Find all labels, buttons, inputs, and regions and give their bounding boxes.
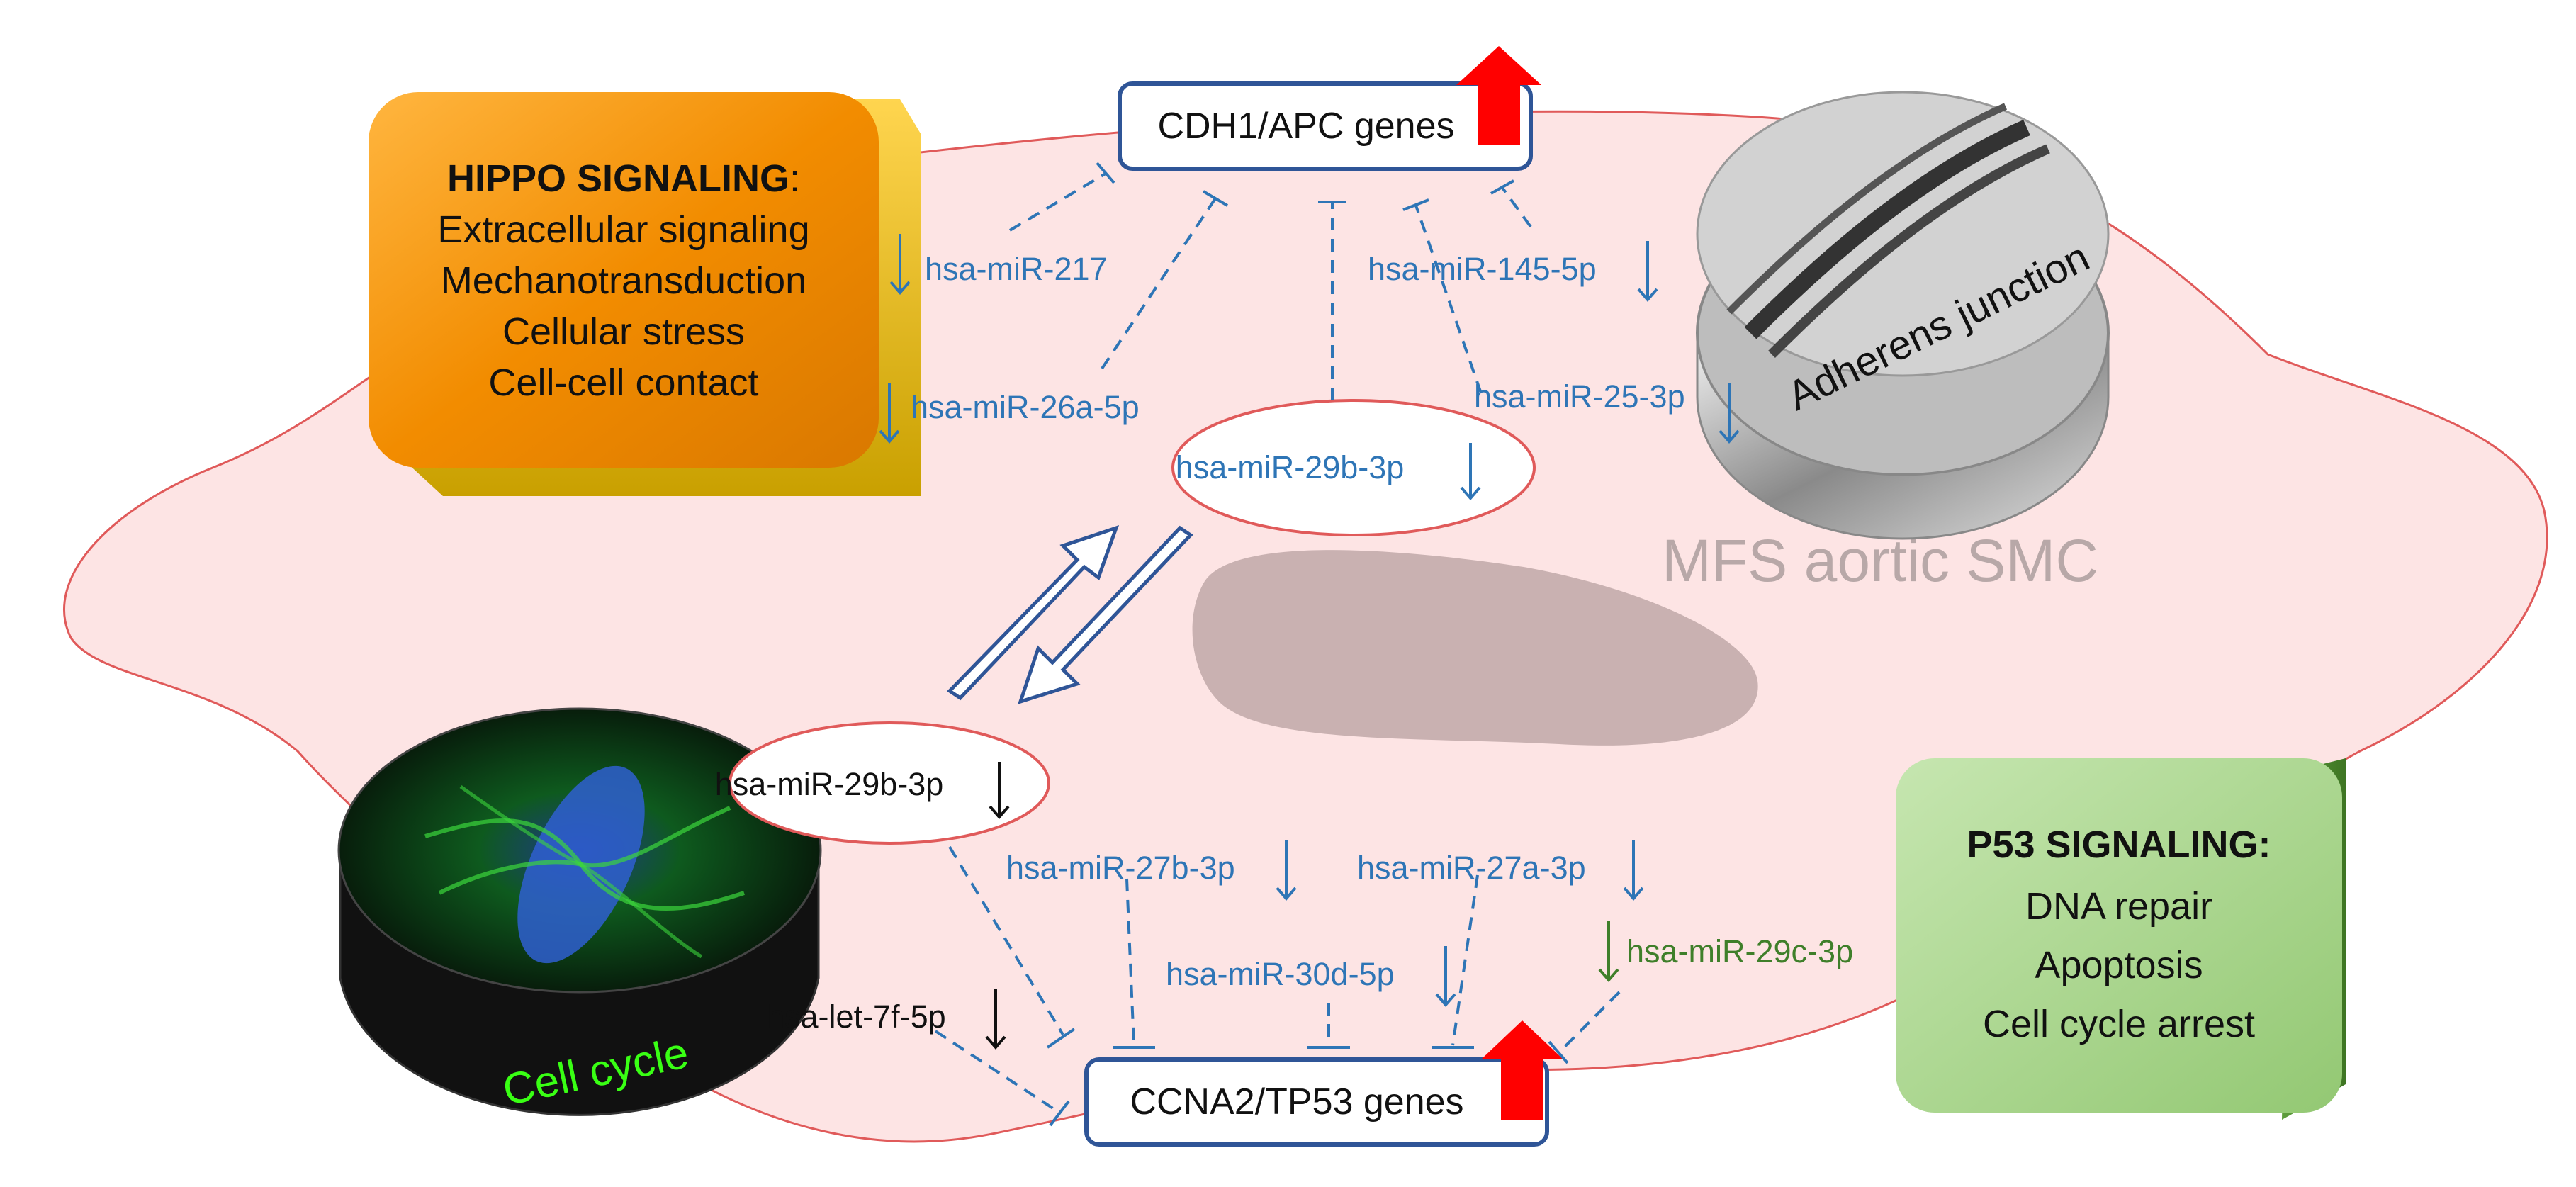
hippo-item: Cellular stress (502, 310, 745, 353)
inhibition-lines-bottom (934, 845, 1621, 1127)
p53-item: Cell cycle arrest (1983, 1003, 2255, 1045)
inhibition-bar-icon (1046, 1028, 1076, 1049)
mirna-list-top: hsa-miR-217 hsa-miR-26a-5p hsa-miR-145-5… (879, 234, 1740, 444)
down-arrow-icon (1460, 443, 1481, 501)
hippo-signaling-box: HIPPO SIGNALING: Extracellular signaling… (369, 92, 921, 496)
inhibition-bar-icon (1202, 190, 1229, 207)
mirna-label: hsa-miR-29c-3p (1626, 933, 1853, 969)
mir-29b-hub-bottom: hsa-miR-29b-3p (715, 721, 1050, 845)
inhibition-bar-icon (1096, 162, 1115, 184)
p53-item: Apoptosis (2035, 944, 2203, 986)
down-arrow-icon (1637, 241, 1658, 303)
adherens-junction-image: Adherens junction (1696, 91, 2110, 540)
down-arrow-icon (889, 234, 911, 296)
p53-title: P53 SIGNALING: (1967, 823, 2271, 866)
hippo-item: Mechanotransduction (441, 259, 806, 302)
down-arrow-icon (1598, 921, 1619, 983)
mir-29b-hub-top: hsa-miR-29b-3p (1171, 399, 1536, 536)
cdh1-apc-gene-box: CDH1/APC genes (1118, 46, 1541, 171)
down-arrow-icon (989, 762, 1010, 820)
mirna-label: hsa-let-7f-5p (767, 998, 946, 1035)
feedback-arrows (947, 525, 1193, 704)
mirna-label: hsa-miR-27b-3p (1006, 850, 1235, 886)
hippo-title: HIPPO SIGNALING: (447, 157, 800, 200)
mirna-label: hsa-miR-29b-3p (715, 766, 944, 802)
hippo-item: Cell-cell contact (488, 361, 758, 404)
ccna2-tp53-label: CCNA2/TP53 genes (1130, 1081, 1463, 1123)
mirna-label: hsa-miR-27a-3p (1357, 850, 1586, 886)
mirna-label: hsa-miR-25-3p (1474, 378, 1685, 415)
cell-cycle-image: Cell cycle (337, 707, 822, 1116)
mirna-list-bottom: hsa-miR-27b-3p hsa-miR-27a-3p hsa-miR-30… (767, 840, 1853, 1050)
down-arrow-icon (1623, 840, 1644, 901)
mirna-label: hsa-miR-30d-5p (1166, 956, 1395, 992)
nucleus (1192, 550, 1758, 746)
down-arrow-icon (1276, 840, 1297, 901)
mirna-label: hsa-miR-26a-5p (911, 389, 1140, 425)
mirna-label: hsa-miR-217 (925, 251, 1108, 287)
ccna2-tp53-gene-box: CCNA2/TP53 genes (1084, 1020, 1563, 1147)
p53-signaling-box: P53 SIGNALING: DNA repair Apoptosis Cell… (1896, 758, 2346, 1120)
inhibition-bar-icon (1049, 1100, 1070, 1127)
mirna-label: hsa-miR-145-5p (1368, 251, 1597, 287)
inhibition-bar-icon (1402, 198, 1429, 211)
hippo-item: Extracellular signaling (437, 208, 809, 251)
up-arrow-icon (1481, 1020, 1563, 1120)
inhibition-lines-top (1008, 162, 1532, 400)
down-arrow-icon (1435, 946, 1456, 1008)
inhibition-bar-icon (1490, 179, 1514, 195)
p53-item: DNA repair (2025, 885, 2212, 928)
down-arrow-icon (985, 989, 1006, 1050)
up-arrow-icon (1456, 46, 1541, 145)
down-arrow-icon (1719, 383, 1740, 444)
cdh1-apc-label: CDH1/APC genes (1157, 106, 1454, 147)
mirna-label: hsa-miR-29b-3p (1176, 449, 1405, 485)
inhibition-bar-icon (1548, 1040, 1569, 1064)
down-arrow-icon (879, 383, 900, 444)
